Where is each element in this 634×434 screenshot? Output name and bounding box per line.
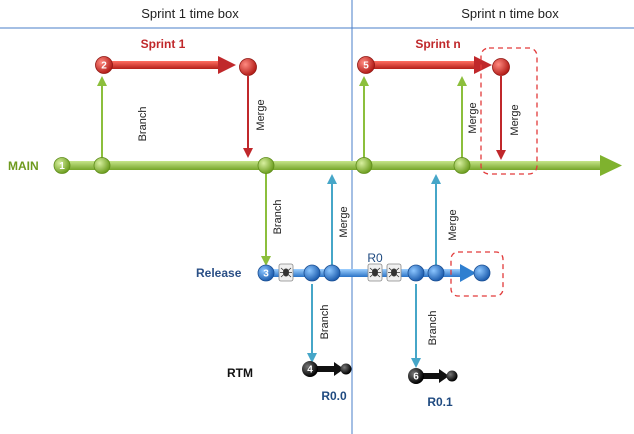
rtm-arrowhead-2 — [439, 369, 449, 383]
release-branch-label: Branch — [272, 200, 284, 235]
sprintn-branch-arrowhead — [359, 76, 369, 86]
r01-label: R0.1 — [427, 395, 453, 409]
main-node — [355, 157, 373, 174]
sprintn-merge-label: Merge — [509, 104, 521, 135]
sprint1-start-node — [95, 56, 113, 74]
sprintn-label: Sprint n — [415, 37, 460, 51]
release-merge2-label: Merge — [447, 209, 459, 240]
release-merge1-arrowhead — [327, 174, 337, 184]
step-number-5: 5 — [363, 61, 369, 72]
release-end-node — [473, 264, 491, 282]
main-trunk-arrowhead — [600, 155, 622, 176]
rtm-branch2-arrowhead — [411, 358, 421, 368]
release-start-node — [257, 264, 275, 282]
sprintn-line — [366, 61, 476, 69]
sprintn-merge-arrowhead — [496, 150, 506, 160]
main-node — [257, 157, 275, 174]
rtm-start-node-1 — [302, 361, 318, 377]
step-number-6: 6 — [413, 372, 419, 383]
sprintn-merge-highlight-box — [480, 47, 538, 175]
main-to-sprintn-merge-arrowhead — [457, 76, 467, 86]
rtm-start-node-2 — [408, 368, 424, 384]
release-highlight-box — [450, 251, 504, 297]
main-node — [93, 157, 111, 174]
sprint1-arrowhead — [218, 56, 236, 74]
r0-label: R0 — [367, 251, 383, 265]
sprint1-merge-label: Merge — [255, 99, 267, 130]
rtm-label: RTM — [227, 366, 253, 380]
rtm-end-node-2 — [446, 370, 458, 382]
sprint1-label: Sprint 1 — [141, 37, 186, 51]
sprint1-branch-arrowhead — [97, 76, 107, 86]
release-branch-arrowhead — [261, 256, 271, 266]
step-number-3: 3 — [263, 269, 269, 280]
sprintn-arrowhead — [474, 56, 492, 74]
main-label: MAIN — [8, 159, 39, 173]
release-node — [427, 264, 445, 282]
step-number-4: 4 — [307, 365, 313, 376]
sprint1-merge-arrowhead — [243, 148, 253, 158]
r00-label: R0.0 — [321, 389, 347, 403]
bug-icon — [386, 263, 402, 282]
main-to-sprintn-merge-label: Merge — [467, 102, 479, 133]
rtm-end-node-1 — [340, 363, 352, 375]
step-number-1: 1 — [59, 161, 65, 172]
rtm-branch1-arrowhead — [307, 353, 317, 363]
release-node — [323, 264, 341, 282]
sprint1-line — [104, 61, 220, 69]
main-node — [453, 157, 471, 174]
release-label: Release — [196, 266, 242, 280]
bug-icon — [367, 263, 383, 282]
release-node — [303, 264, 321, 282]
rtm-line-1 — [310, 366, 338, 372]
release-merge1-label: Merge — [338, 206, 350, 237]
step-number-2: 2 — [101, 61, 107, 72]
release-node — [407, 264, 425, 282]
release-merge2-arrowhead — [431, 174, 441, 184]
sprintn-timebox-header: Sprint n time box — [461, 6, 559, 21]
sprintn-end-node — [492, 58, 510, 76]
main-trunk-line — [62, 161, 602, 170]
rtm-arrowhead-1 — [334, 362, 344, 376]
release-arrowhead — [460, 264, 476, 282]
sprint1-end-node — [239, 58, 257, 76]
sprintn-start-node — [357, 56, 375, 74]
sprint1-timebox-header: Sprint 1 time box — [141, 6, 239, 21]
bug-icon — [278, 263, 294, 282]
rtm-line-2 — [415, 373, 443, 379]
release-line — [266, 269, 462, 277]
sprint1-branch-label: Branch — [137, 107, 149, 142]
rtm-branch2-label: Branch — [427, 311, 439, 346]
rtm-branch1-label: Branch — [319, 305, 331, 340]
main-node-1 — [53, 157, 71, 174]
